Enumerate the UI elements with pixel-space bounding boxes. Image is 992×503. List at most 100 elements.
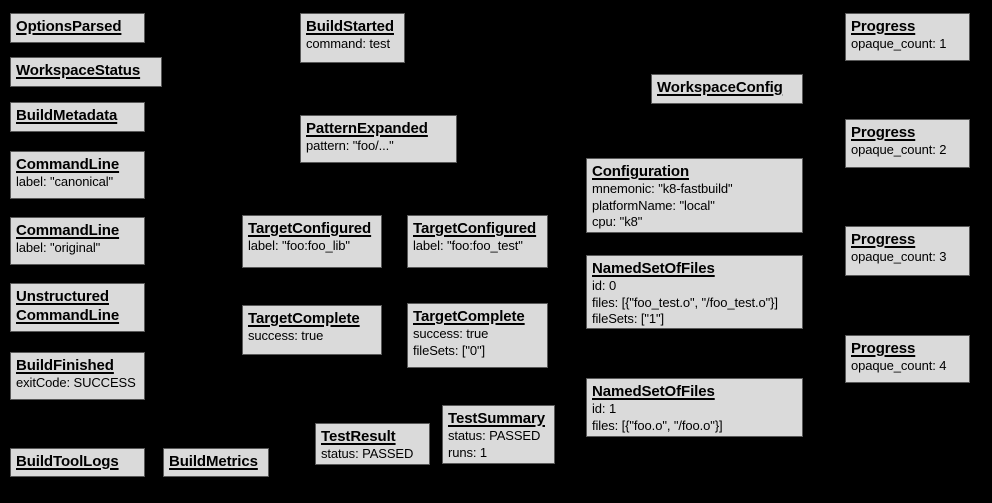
node-title-text: CommandLine xyxy=(16,307,120,324)
node-title: WorkspaceConfig xyxy=(657,78,797,97)
node-title-text: TargetConfigured xyxy=(248,220,372,237)
node-title: TargetComplete xyxy=(248,309,376,328)
node-detail-line: status: PASSED xyxy=(448,428,541,443)
node-title: Unstructured xyxy=(16,287,139,306)
node-title-text: BuildToolLogs xyxy=(16,453,119,470)
node-title: TestResult xyxy=(321,427,424,446)
node-detail-line: pattern: "foo/..." xyxy=(306,138,394,153)
diagram-node-options-parsed: OptionsParsed xyxy=(10,13,145,43)
node-detail-line: cpu: "k8" xyxy=(592,214,643,229)
node-detail-line: success: true xyxy=(248,328,324,343)
node-title: PatternExpanded xyxy=(306,119,451,138)
node-title-text: WorkspaceConfig xyxy=(657,79,783,96)
node-detail-line: opaque_count: 1 xyxy=(851,36,947,51)
node-title-text: OptionsParsed xyxy=(16,18,122,35)
node-title: TargetComplete xyxy=(413,307,542,326)
node-title-text: BuildMetrics xyxy=(169,453,258,470)
node-title-text: CommandLine xyxy=(16,156,120,173)
node-title-text: NamedSetOfFiles xyxy=(592,383,715,400)
node-detail-line: command: test xyxy=(306,36,390,51)
node-title: Configuration xyxy=(592,162,797,181)
node-detail-line: label: "foo:foo_lib" xyxy=(248,238,350,253)
node-detail-line: opaque_count: 2 xyxy=(851,142,947,157)
node-title-text: Progress xyxy=(851,124,916,141)
node-detail-line: opaque_count: 4 xyxy=(851,358,947,373)
node-title: BuildToolLogs xyxy=(16,452,139,471)
node-title: BuildMetrics xyxy=(169,452,263,471)
node-detail-line: id: 0 xyxy=(592,278,617,293)
node-title-text: Progress xyxy=(851,231,916,248)
node-title: Progress xyxy=(851,339,964,358)
node-title: CommandLine xyxy=(16,155,139,174)
node-title: CommandLine xyxy=(16,221,139,240)
node-title: BuildStarted xyxy=(306,17,399,36)
node-title-text: Progress xyxy=(851,18,916,35)
node-title: Progress xyxy=(851,17,964,36)
node-title-text: TargetComplete xyxy=(248,310,360,327)
node-detail-line: fileSets: ["1"] xyxy=(592,311,665,326)
node-detail-line: status: PASSED xyxy=(321,446,414,461)
node-title-text: CommandLine xyxy=(16,222,120,239)
node-title: BuildFinished xyxy=(16,356,139,375)
diagram-node-build-tool-logs: BuildToolLogs xyxy=(10,448,145,477)
node-title: TargetConfigured xyxy=(248,219,376,238)
node-title: CommandLine xyxy=(16,306,139,325)
node-detail-line: id: 1 xyxy=(592,401,617,416)
node-title-text: BuildStarted xyxy=(306,18,394,35)
node-title: Progress xyxy=(851,230,964,249)
node-detail-line: files: [{"foo.o", "/foo.o"}] xyxy=(592,417,723,433)
node-title: BuildMetadata xyxy=(16,106,139,125)
node-title: Progress xyxy=(851,123,964,142)
diagram-node-workspace-status: WorkspaceStatus xyxy=(10,57,162,87)
node-title-text: TargetConfigured xyxy=(413,220,537,237)
node-title-text: NamedSetOfFiles xyxy=(592,260,715,277)
node-detail-line: fileSets: ["0"] xyxy=(413,342,486,358)
node-detail-line: runs: 1 xyxy=(448,444,488,460)
node-title-text: Unstructured xyxy=(16,288,109,305)
node-title-text: Configuration xyxy=(592,163,690,180)
node-detail-line: label: "original" xyxy=(16,240,101,255)
node-title: WorkspaceStatus xyxy=(16,61,156,80)
diagram-node-build-metadata: BuildMetadata xyxy=(10,102,145,132)
node-detail-line: success: true xyxy=(413,326,489,341)
node-detail-line: mnemonic: "k8-fastbuild" xyxy=(592,181,733,196)
node-title-text: BuildMetadata xyxy=(16,107,118,124)
node-title: OptionsParsed xyxy=(16,17,139,36)
node-detail-line: label: "foo:foo_test" xyxy=(413,238,523,253)
node-detail-line: files: [{"foo_test.o", "/foo_test.o"}] xyxy=(592,294,778,310)
node-title-text: WorkspaceStatus xyxy=(16,62,141,79)
node-title-text: BuildFinished xyxy=(16,357,114,374)
node-title-text: Progress xyxy=(851,340,916,357)
node-title: TargetConfigured xyxy=(413,219,542,238)
node-detail-line: exitCode: SUCCESS xyxy=(16,375,136,390)
node-detail-line: platformName: "local" xyxy=(592,197,715,213)
node-title-text: TestResult xyxy=(321,428,396,445)
node-title-text: PatternExpanded xyxy=(306,120,428,137)
node-title-text: TestSummary xyxy=(448,410,545,427)
diagram-node-build-metrics: BuildMetrics xyxy=(163,448,269,477)
node-title-text: TargetComplete xyxy=(413,308,525,325)
node-title: NamedSetOfFiles xyxy=(592,382,797,401)
node-title: NamedSetOfFiles xyxy=(592,259,797,278)
node-detail-line: opaque_count: 3 xyxy=(851,249,947,264)
diagram-node-workspace-config: WorkspaceConfig xyxy=(651,74,803,104)
